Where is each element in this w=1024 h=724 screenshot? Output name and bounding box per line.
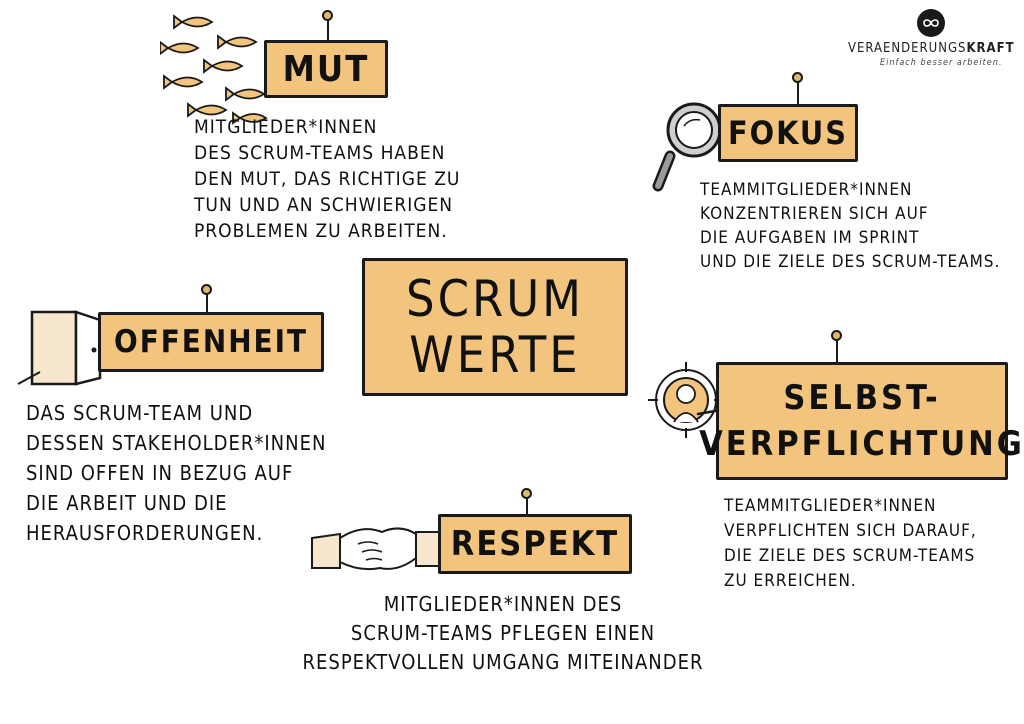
- fokus-pin: [797, 82, 799, 106]
- selbstverpflichtung-title-line2: VERPFLICHTUNG: [699, 424, 1024, 464]
- mut-title: MUT: [282, 48, 370, 90]
- mut-pin-head: [322, 10, 333, 21]
- center-title-line2: WERTE: [409, 326, 581, 384]
- brand-name-bold: KRAFT: [966, 41, 1015, 56]
- handshake-icon: [311, 527, 445, 571]
- infinity-icon: [917, 9, 945, 37]
- selbstverpflichtung-pin-head: [831, 330, 842, 341]
- mut-description: MITGLIEDER*INNEN DES SCRUM-TEAMS HABEN D…: [194, 116, 461, 242]
- selbstverpflichtung-title-line1: SELBST-: [783, 378, 941, 418]
- offenheit-pin: [206, 294, 208, 314]
- respekt-sign: RESPEKT: [438, 514, 632, 574]
- respekt-pin: [526, 498, 528, 518]
- brand-tagline: Einfach besser arbeiten.: [880, 58, 1003, 68]
- offenheit-title: OFFENHEIT: [113, 324, 308, 360]
- respekt-description: MITGLIEDER*INNEN DES SCRUM-TEAMS PFLEGEN…: [302, 592, 704, 674]
- mut-pin: [327, 20, 329, 42]
- brand-name-regular: VERAENDERUNGS: [848, 41, 967, 56]
- fokus-sign: FOKUS: [718, 104, 858, 162]
- fokus-title: FOKUS: [728, 114, 848, 152]
- respekt-pin-head: [521, 488, 532, 499]
- respekt-title: RESPEKT: [450, 524, 620, 564]
- selbstverpflichtung-sign: SELBST- VERPFLICHTUNG: [699, 362, 1022, 480]
- selbstverpflichtung-pin: [836, 340, 838, 364]
- fokus-pin-head: [792, 72, 803, 83]
- fish-swarm-icon: [160, 14, 268, 125]
- mut-sign: MUT: [264, 40, 388, 98]
- center-title-line1: SCRUM: [406, 270, 584, 328]
- open-door-icon: [17, 310, 102, 386]
- offenheit-pin-head: [201, 284, 212, 295]
- brand-name: VERAENDERUNGSKRAFT: [848, 41, 1015, 56]
- offenheit-description: DAS SCRUM-TEAM UND DESSEN STAKEHOLDER*IN…: [26, 401, 327, 545]
- offenheit-sign: OFFENHEIT: [98, 312, 324, 372]
- center-title-sign: SCRUM WERTE: [362, 258, 628, 396]
- magnifying-glass-icon: [652, 102, 722, 192]
- brand-logo: VERAENDERUNGSKRAFT Einfach besser arbeit…: [842, 8, 1018, 70]
- fokus-description: TEAMMITGLIEDER*INNEN KONZENTRIEREN SICH …: [700, 180, 1001, 272]
- selbstverpflichtung-description: TEAMMITGLIEDER*INNEN VERPFLICHTEN SICH D…: [724, 496, 977, 591]
